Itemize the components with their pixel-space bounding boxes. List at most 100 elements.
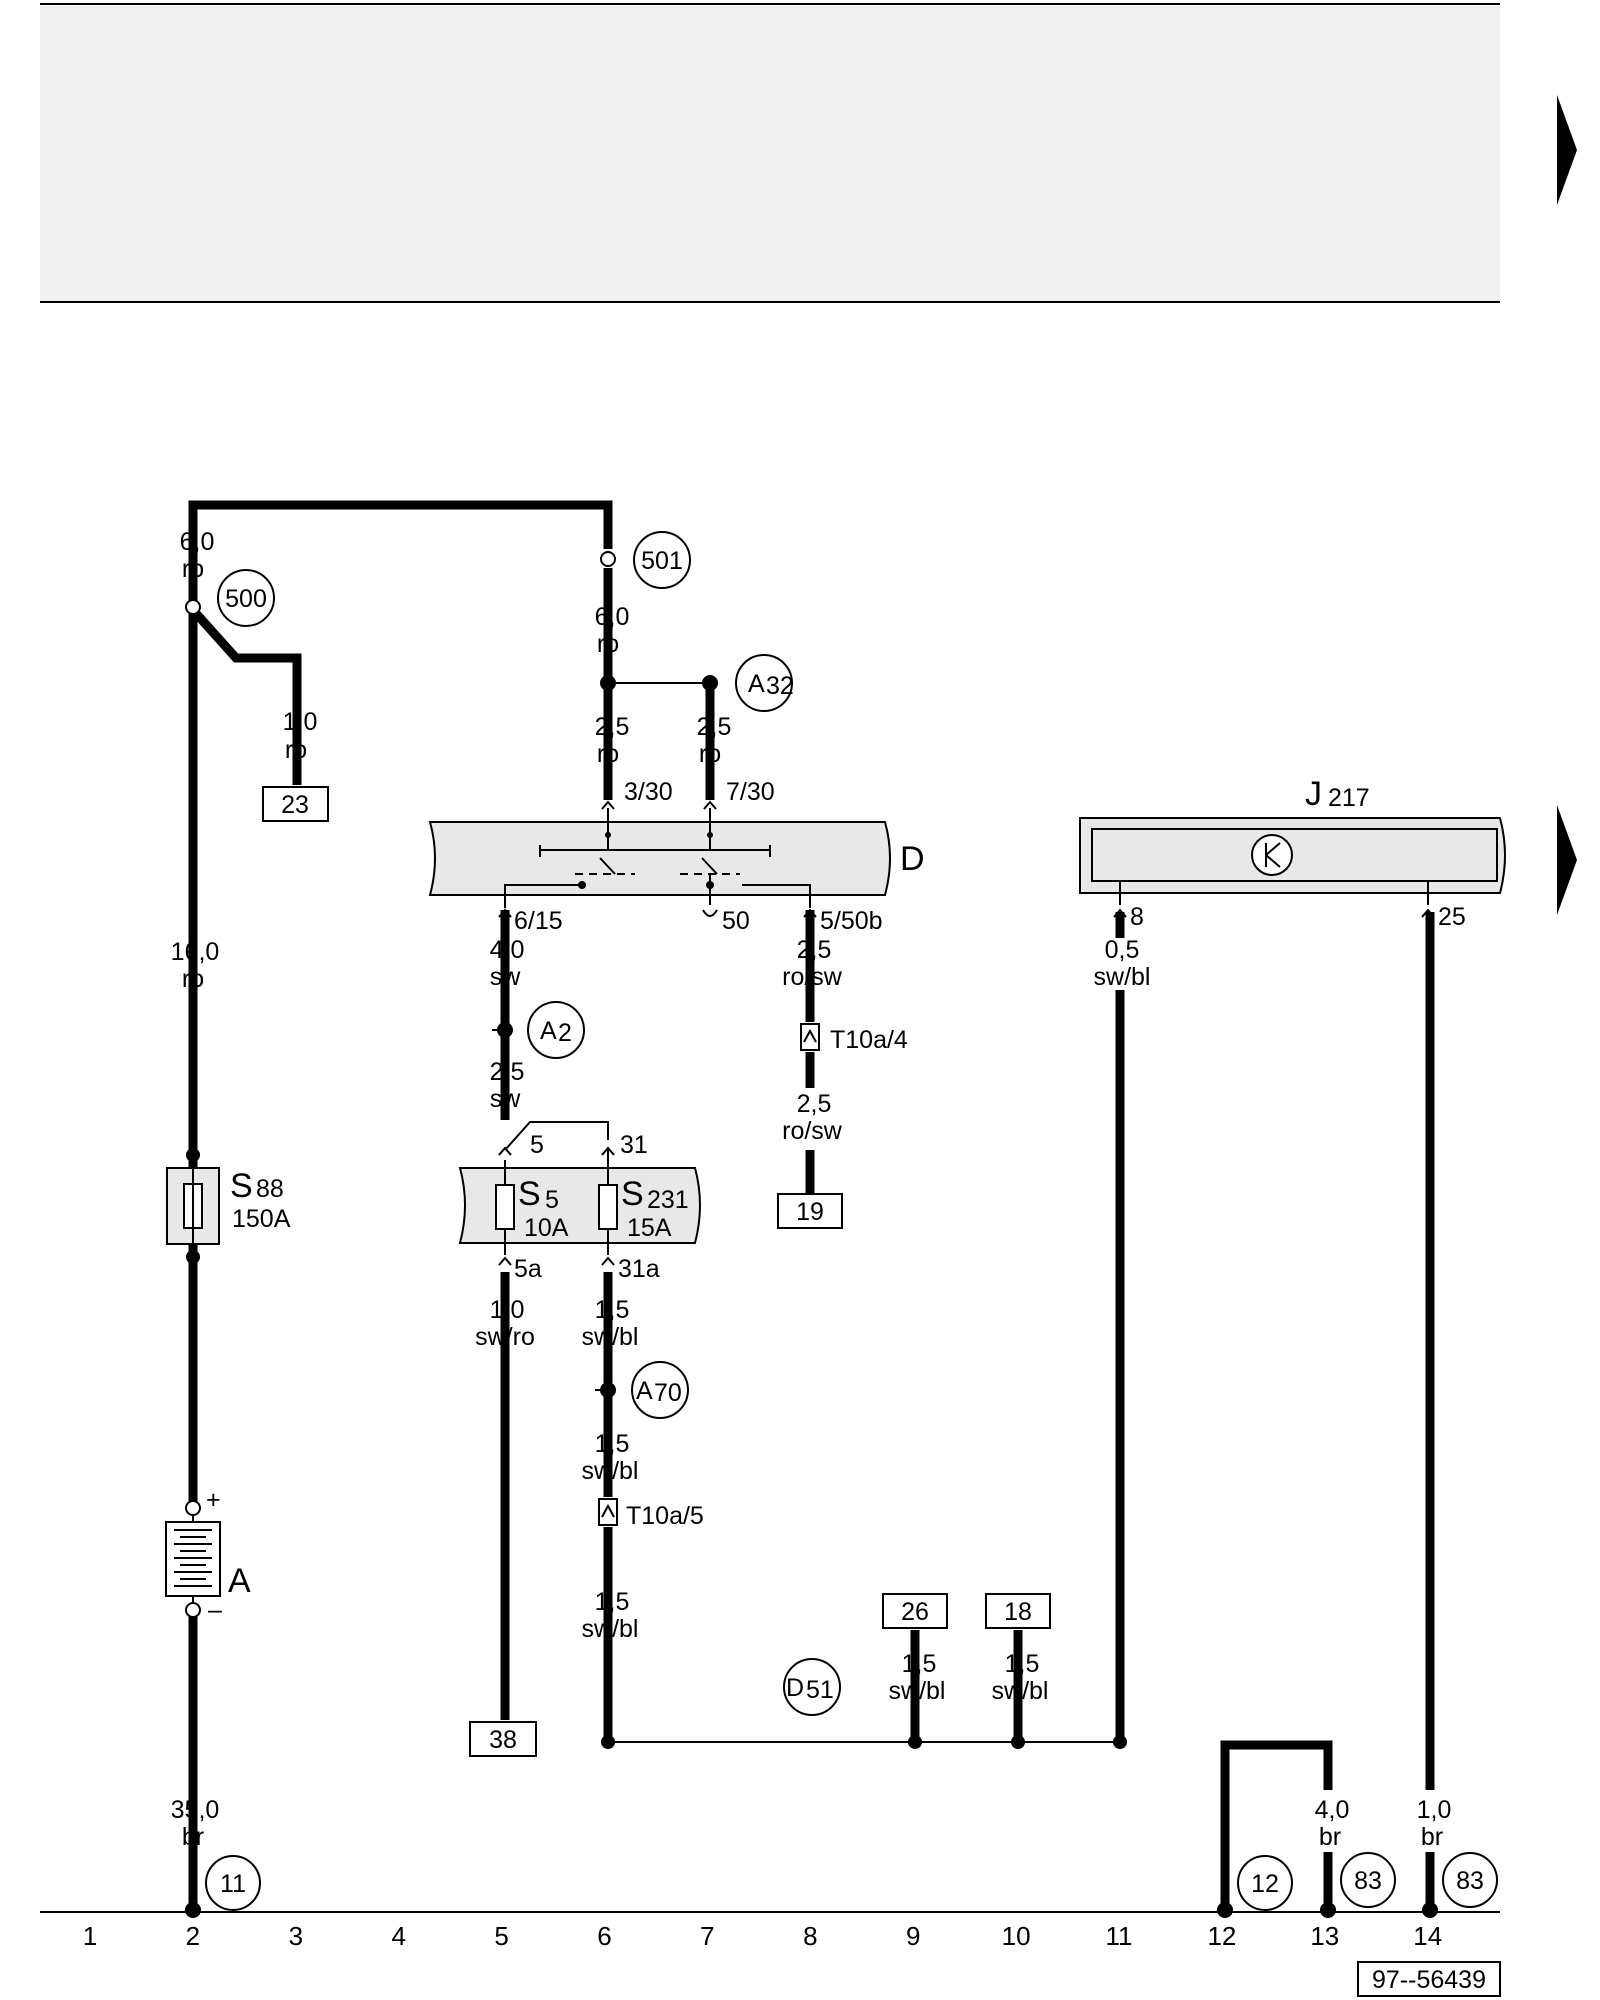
ref-500-label: 500 [225, 585, 267, 613]
wire-column-5 [492, 940, 513, 1720]
pin-6-15-label: 6/15 [514, 907, 563, 935]
column-number: 3 [289, 1921, 303, 1951]
wire-label-size: 2,5 [490, 1058, 525, 1086]
ref-d51-letter: D [786, 1674, 804, 1702]
column-number: 5 [494, 1921, 508, 1951]
ref-a70-number: 70 [654, 1379, 682, 1407]
battery-a-icon [165, 1257, 221, 1618]
ignition-switch-label: D [900, 840, 925, 878]
wire-label-color: sw/bl [1094, 963, 1151, 991]
wire-label-size: 4,0 [490, 936, 525, 964]
wire-column-14 [1422, 912, 1438, 1918]
fuse-block-s5-s231 [458, 1121, 701, 1266]
wire-label-size: 4,0 [1315, 1796, 1350, 1824]
ref-box-38 [469, 1721, 537, 1757]
ref-d51-number: 51 [806, 1676, 834, 1704]
ref-18-label: 18 [1004, 1598, 1032, 1626]
ref-11-label: 11 [220, 1870, 246, 1898]
column-number: 12 [1207, 1921, 1236, 1951]
wire-label-color: ro [699, 740, 721, 768]
wire-column-10 [1011, 1630, 1025, 1749]
wire-label-color: sw/bl [582, 1457, 639, 1485]
wire-label-color: ro [285, 736, 307, 764]
wire-label-color: br [182, 1823, 204, 1851]
wire-label-color: sw/bl [992, 1677, 1049, 1705]
ref-circle-a2 [527, 1001, 585, 1059]
pin-5-label: 5 [530, 1131, 544, 1159]
wire-label-color: sw/bl [582, 1323, 639, 1351]
battery-minus-label: – [208, 1596, 222, 1624]
pin-50-stub [702, 909, 718, 917]
ref-box-26 [882, 1593, 948, 1629]
ref-83-label: 83 [1456, 1867, 1484, 1895]
wire-label-size: 6,0 [595, 603, 630, 631]
wire-column-11 [1113, 912, 1127, 1749]
ref-a70-letter: A [636, 1377, 653, 1405]
wire-label-size: 2,5 [697, 713, 732, 741]
wire-label-color: ro [182, 965, 204, 993]
s88-number: 88 [256, 1175, 284, 1203]
ref-box-23 [262, 786, 329, 822]
wire-label-color: sw [490, 1085, 522, 1113]
j217-number: 217 [1328, 784, 1370, 812]
wire-label-size: 1,5 [595, 1430, 630, 1458]
wire-label-color: ro [182, 555, 204, 583]
header-panel [40, 6, 1500, 301]
j217-label: J [1305, 775, 1322, 813]
ref-19-label: 19 [796, 1198, 824, 1226]
pin-5-50b-label: 5/50b [820, 907, 883, 935]
ground-point-2 [185, 1902, 201, 1918]
s231-number: 231 [647, 1186, 689, 1214]
connector-t10a-5-label: T10a/5 [626, 1502, 704, 1530]
wire-label-size: 2,5 [797, 936, 832, 964]
wire-column-6-lower [595, 1272, 618, 1749]
wire-column-8 [800, 940, 820, 1193]
pin-50-label: 50 [722, 907, 750, 935]
continue-arrow-top-icon [1557, 95, 1577, 205]
wire-label-size: 1,5 [595, 1588, 630, 1616]
column-number: 8 [803, 1921, 817, 1951]
wire-label-color: ro/sw [782, 963, 843, 991]
wire-label-size: 1,0 [283, 708, 318, 736]
ref-501-label: 501 [641, 547, 683, 575]
wire-label-color: sw/ro [475, 1323, 535, 1351]
column-number: 11 [1106, 1921, 1133, 1951]
battery-plus-label: + [206, 1486, 221, 1514]
ref-box-19 [777, 1193, 843, 1229]
wire-label-size: 1,0 [490, 1296, 525, 1324]
wire-label-color: sw [490, 963, 522, 991]
wire-column-6-upper [600, 505, 718, 800]
wire-label-color: br [1421, 1823, 1443, 1851]
wire-label-color: sw/bl [582, 1615, 639, 1643]
wire-label-size: 1,5 [595, 1296, 630, 1324]
diagram-id: 97--56439 [1372, 1966, 1486, 1994]
ref-circle-a70 [631, 1361, 689, 1419]
ref-circle-501 [633, 531, 691, 589]
pin-5a-label: 5a [514, 1255, 542, 1283]
s88-rating: 150A [232, 1205, 291, 1233]
ignition-switch-d [428, 808, 891, 908]
ref-box-18 [985, 1593, 1051, 1629]
ref-circle-a32 [735, 654, 793, 712]
ref-a32-letter: A [748, 670, 765, 698]
column-number: 1 [83, 1921, 97, 1951]
ref-circle-83 [1340, 1852, 1396, 1908]
wire-label-size: 16,0 [171, 938, 220, 966]
column-number: 7 [700, 1921, 714, 1951]
column-number: 14 [1413, 1921, 1442, 1951]
wire-label-color: ro [597, 630, 619, 658]
wire-label-size: 0,5 [1105, 936, 1140, 964]
column-number: 6 [597, 1921, 611, 1951]
ref-circle-83 [1442, 1852, 1498, 1908]
pin-3-30-label: 3/30 [624, 778, 673, 806]
s231-rating: 15A [627, 1214, 672, 1242]
wire-label-size: 1,5 [902, 1650, 937, 1678]
column-number: 2 [186, 1921, 200, 1951]
wire-columns-12-13 [1217, 1740, 1336, 1918]
pin-8-label: 8 [1130, 903, 1144, 931]
pin-31a-label: 31a [618, 1255, 660, 1283]
wire-label-size: 1,5 [1005, 1650, 1040, 1678]
ref-circle-d51 [783, 1658, 841, 1716]
